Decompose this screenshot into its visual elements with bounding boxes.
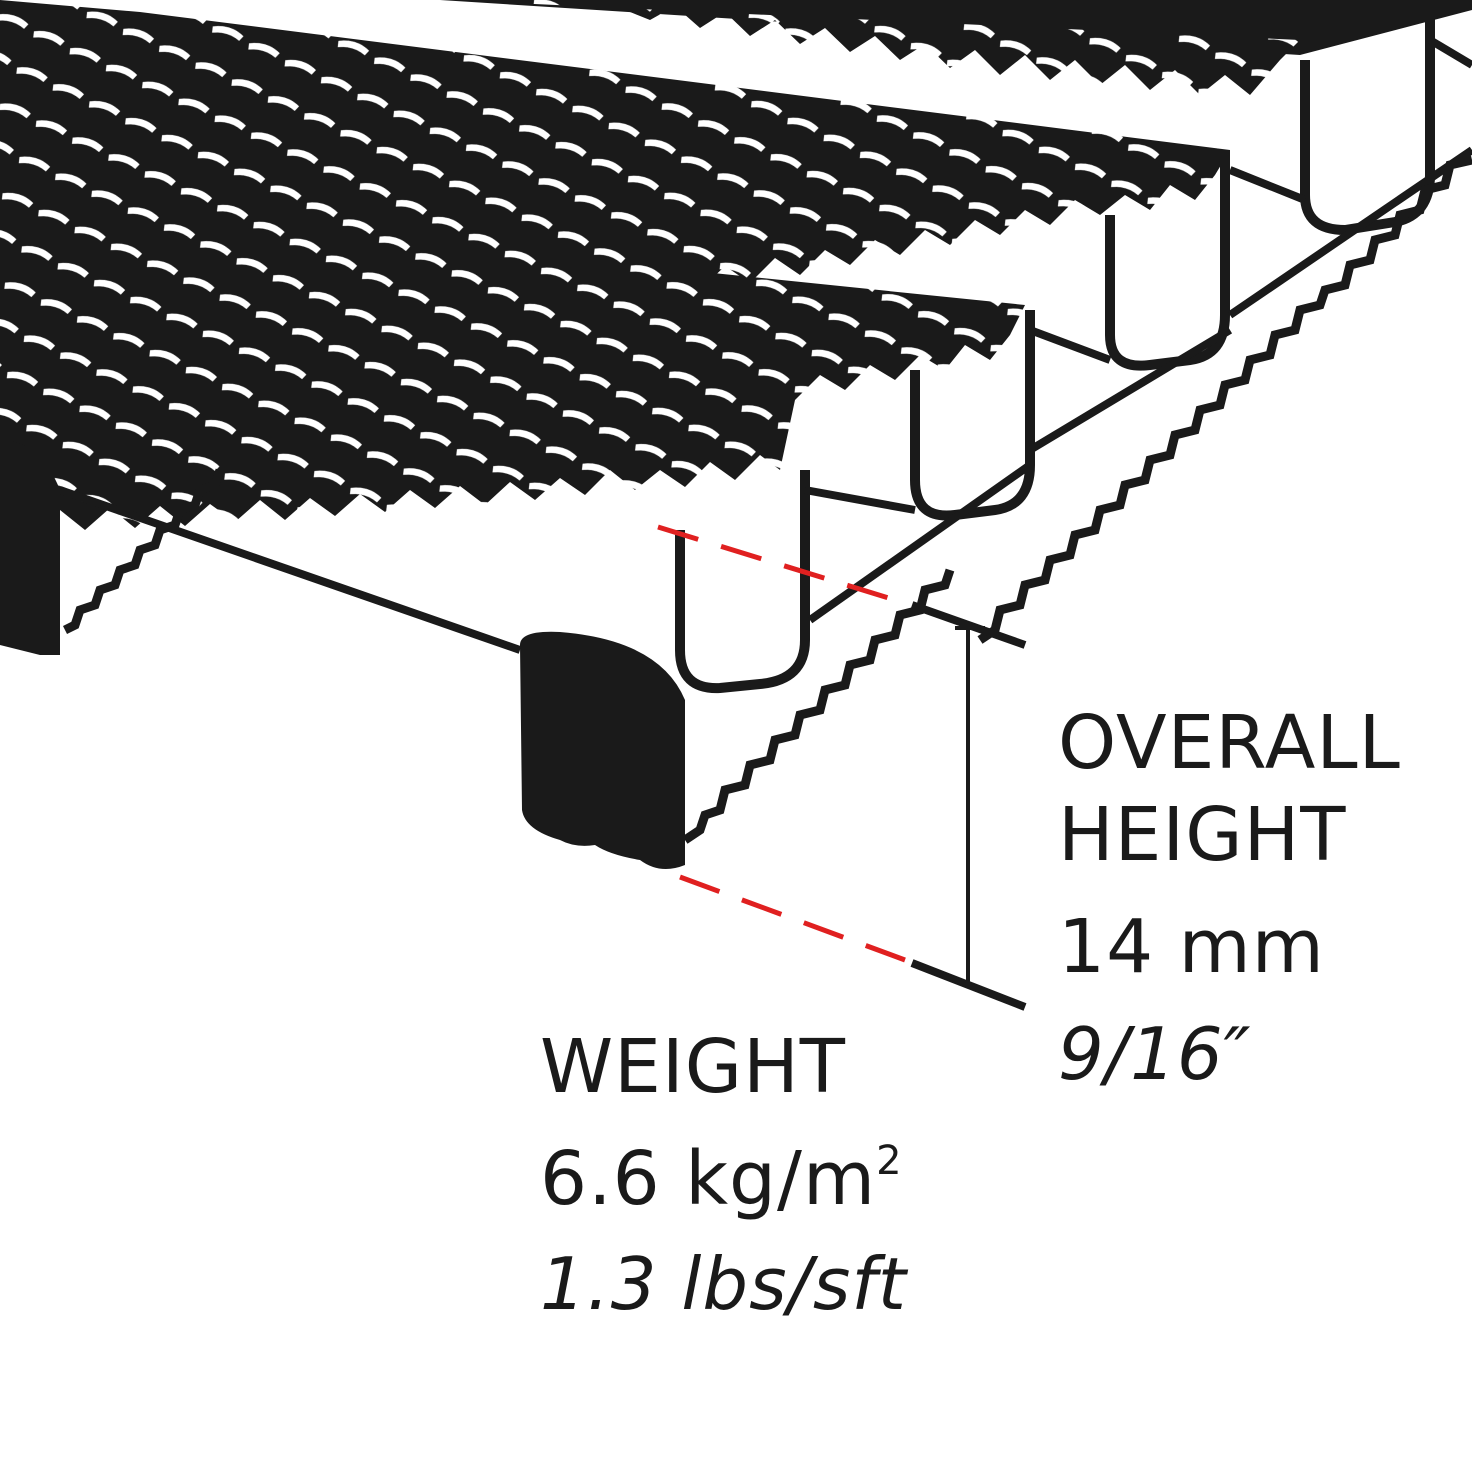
overall-height-title-line1: OVERALL	[1058, 700, 1401, 786]
base-lines	[58, 36, 1472, 654]
rail-front	[0, 200, 1025, 532]
overall-height-title-line2: HEIGHT	[1058, 792, 1347, 878]
front-zigzag-edges	[62, 155, 1472, 844]
weight-imperial: 1.3 lbs/sft	[540, 1242, 907, 1326]
weight-label: WEIGHT 6.6 kg/m2 1.3 lbs/sft	[540, 1030, 907, 1320]
weight-metric-superscript: 2	[876, 1138, 903, 1184]
overall-height-label: OVERALL HEIGHT 14 mm 9/16″	[1058, 706, 1401, 1090]
overall-height-imperial: 9/16″	[1058, 1012, 1252, 1096]
overall-height-metric: 14 mm	[1058, 904, 1325, 990]
weight-metric-value: 6.6 kg/m	[540, 1136, 877, 1222]
weight-title: WEIGHT	[540, 1024, 846, 1110]
red-dimension-lines	[657, 524, 906, 963]
height-dimension	[910, 601, 1027, 1011]
rail-top-far	[440, 0, 1472, 95]
mat-feet	[0, 440, 685, 869]
weight-metric: 6.6 kg/m2	[540, 1141, 907, 1216]
